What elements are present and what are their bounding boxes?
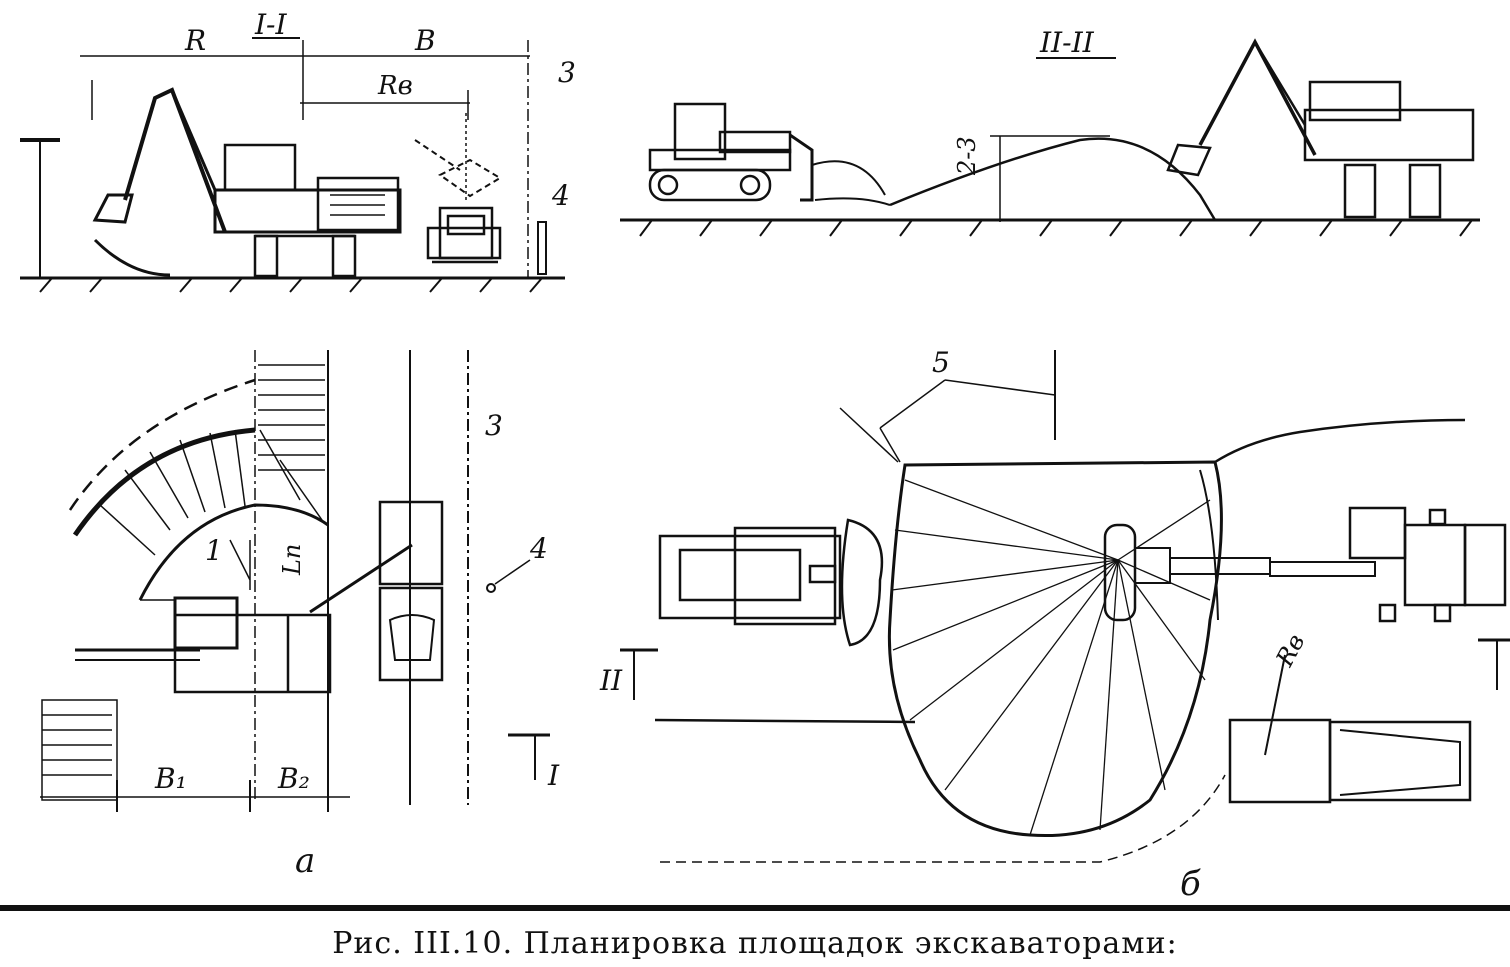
excavator-elevation-right [1166, 38, 1475, 219]
excavator-elevation [92, 87, 402, 278]
label-B: B [414, 24, 436, 57]
label-b: б [1180, 864, 1201, 904]
plan-a [40, 350, 550, 812]
label-Rv-plan: Rв [1270, 629, 1310, 671]
label-a: а [295, 841, 315, 881]
figure-caption: Рис. III.10. Планировка площадок экскава… [332, 926, 1178, 961]
label-Ln: Lп [278, 544, 306, 576]
label-R: R [184, 24, 206, 57]
caption-rule [0, 905, 1510, 911]
section-1-elevation [20, 40, 565, 293]
section-2-title: II-II [1039, 26, 1095, 59]
label-4-plan: 4 [529, 532, 548, 565]
label-3-top: 3 [558, 56, 576, 89]
label-B2: B₂ [277, 762, 310, 795]
label-B1: B₁ [154, 762, 187, 795]
label-section-I: I [547, 759, 560, 792]
bulldozer-elevation [648, 102, 886, 202]
section-2-elevation [620, 38, 1480, 237]
label-1-plan: 1 [205, 534, 223, 567]
label-4-top: 4 [551, 179, 570, 212]
label-Rv: Rв [377, 71, 413, 101]
plan-b [620, 350, 1510, 863]
section-1-title: I-I [254, 8, 288, 41]
label-height: 2-3 [953, 136, 981, 176]
label-5: 5 [932, 346, 950, 379]
label-3-plan: 3 [485, 409, 503, 442]
label-section-II: II [599, 664, 623, 697]
dump-truck-elevation [414, 110, 502, 264]
